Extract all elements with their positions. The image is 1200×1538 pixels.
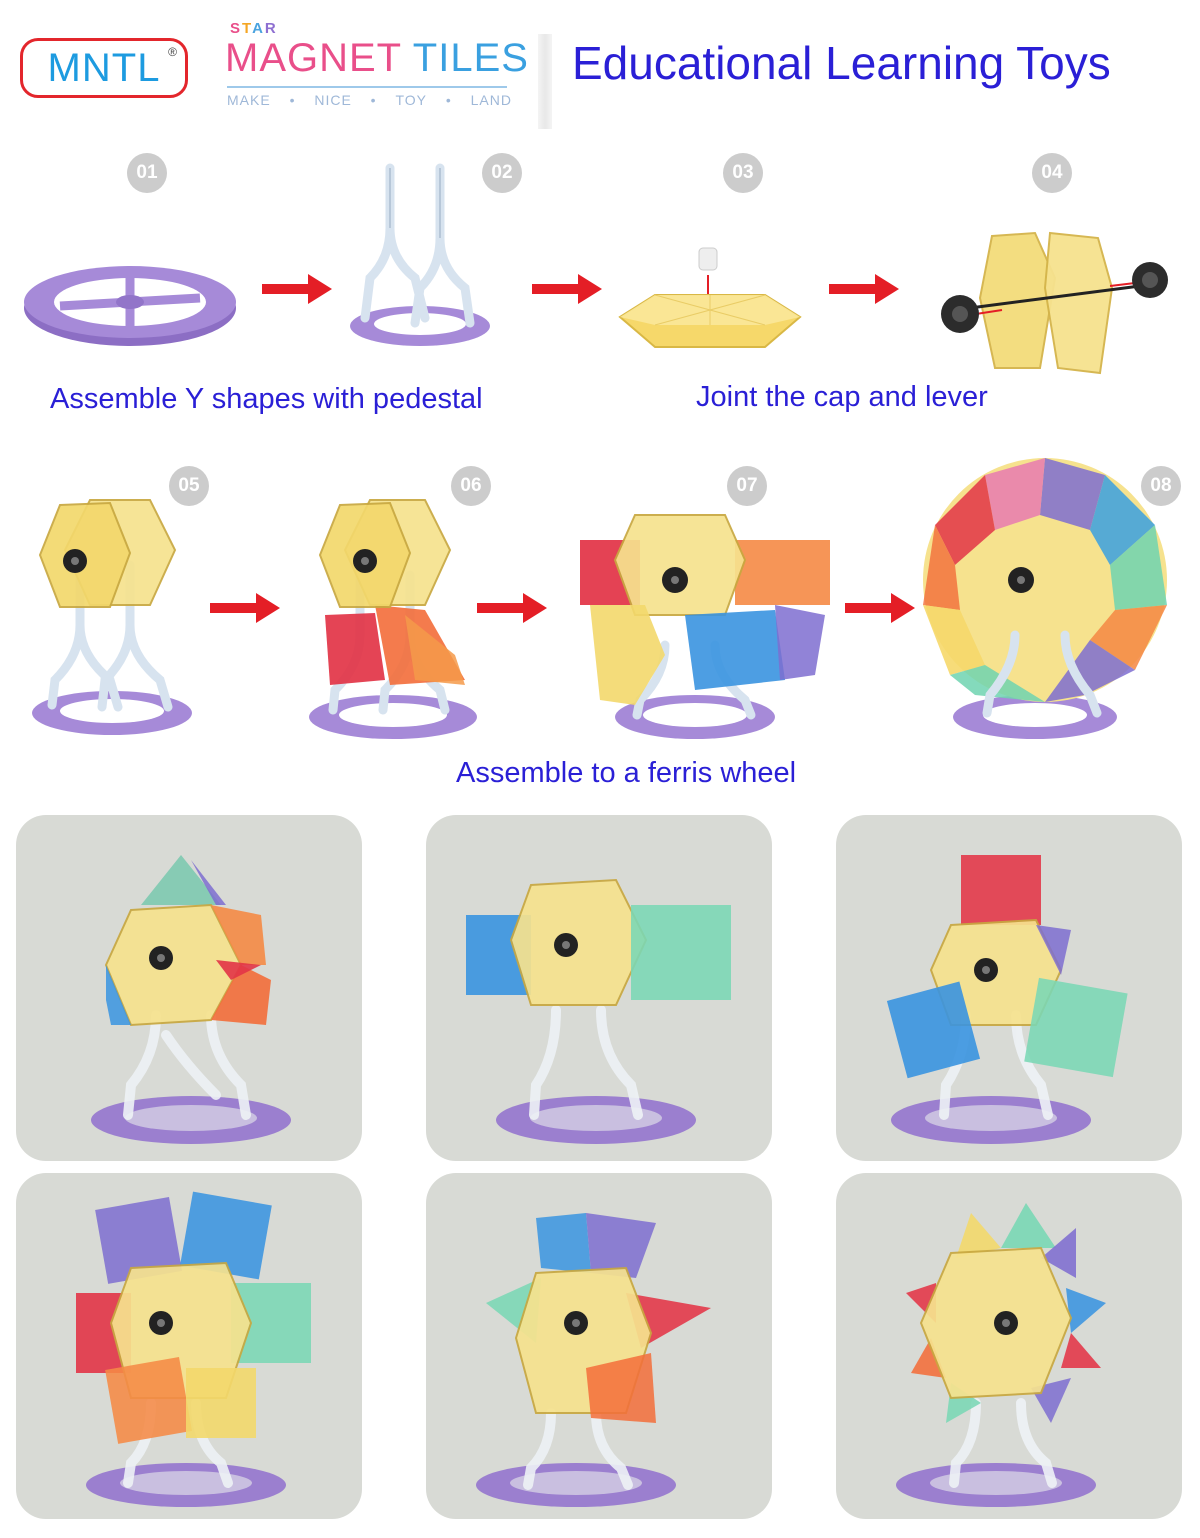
mntl-logo-text: MNTL xyxy=(47,45,161,90)
ferris-wheel-variant-illustration xyxy=(466,878,731,1144)
y-shape-illustration xyxy=(350,163,490,346)
brand-star-letter: A xyxy=(252,20,265,37)
right-arrow-icon xyxy=(262,274,332,304)
brand-title-tiles: TILES xyxy=(412,36,529,80)
tagline-word: LAND xyxy=(470,92,512,108)
mntl-logo: MNTL ® xyxy=(20,38,188,98)
right-arrow-icon xyxy=(477,593,547,623)
step-badge-03: 03 xyxy=(723,153,763,193)
step-badge-02: 02 xyxy=(482,153,522,193)
step5-wheel-illustration xyxy=(32,499,192,735)
right-arrow-icon xyxy=(829,274,899,304)
tagline-dot: • xyxy=(370,92,377,108)
right-arrow-icon xyxy=(845,593,915,623)
ferris-wheel-variant-illustration xyxy=(886,855,1128,1144)
tagline-dot: • xyxy=(289,92,296,108)
tagline-dot: • xyxy=(445,92,452,108)
brand-star: STAR xyxy=(230,20,278,37)
step-badge-08: 08 xyxy=(1141,466,1181,506)
gallery-card-star-triangles xyxy=(426,1173,772,1519)
header: MNTL ® STAR MAGNET TILES MAKE • NICE • T… xyxy=(0,0,1200,130)
hexagon-cap-illustration xyxy=(618,247,802,348)
step-badge-05: 05 xyxy=(169,466,209,506)
gallery-card-three-squares xyxy=(836,815,1182,1161)
gallery-card-spiky-wheel xyxy=(836,1173,1182,1519)
brand-star-letter: S xyxy=(230,20,243,37)
gallery-card-triangle-wheel xyxy=(16,815,362,1161)
step8-wheel-illustration xyxy=(923,458,1167,739)
brand-star-letter: R xyxy=(264,20,278,37)
step-badge-04: 04 xyxy=(1032,153,1072,193)
ferris-wheel-variant-illustration xyxy=(76,1191,311,1507)
page-title: Educational Learning Toys xyxy=(572,37,1111,89)
registered-mark: ® xyxy=(168,45,177,59)
right-arrow-icon xyxy=(532,274,602,304)
axle-wheel-illustration xyxy=(941,231,1168,375)
step6-wheel-illustration xyxy=(309,499,477,739)
brand-title: MAGNET TILES xyxy=(225,36,529,81)
brand-underline xyxy=(227,86,507,88)
ferris-wheel-variant-illustration xyxy=(91,855,291,1144)
right-arrow-icon xyxy=(210,593,280,623)
header-divider xyxy=(538,34,552,129)
pedestal-illustration xyxy=(24,266,236,346)
step-badge-06: 06 xyxy=(451,466,491,506)
gallery-card-five-squares xyxy=(16,1173,362,1519)
tagline-word: TOY xyxy=(395,92,427,108)
step7-wheel-illustration xyxy=(580,514,830,739)
caption-joint-cap: Joint the cap and lever xyxy=(696,381,988,413)
brand-logo: STAR MAGNET TILES MAKE • NICE • TOY • LA… xyxy=(225,20,528,110)
ferris-wheel-variant-illustration xyxy=(896,1203,1106,1507)
gallery-card-side-squares xyxy=(426,815,772,1161)
tagline-word: MAKE xyxy=(227,92,271,108)
brand-tagline: MAKE • NICE • TOY • LAND xyxy=(227,92,512,108)
ferris-wheel-variant-illustration xyxy=(476,1213,711,1507)
step-badge-01: 01 xyxy=(127,153,167,193)
brand-title-magnet: MAGNET xyxy=(225,36,402,80)
step-badge-07: 07 xyxy=(727,466,767,506)
brand-star-letter: T xyxy=(242,20,253,37)
caption-assemble-y: Assemble Y shapes with pedestal xyxy=(50,383,483,415)
tagline-word: NICE xyxy=(314,92,352,108)
caption-ferris-wheel: Assemble to a ferris wheel xyxy=(456,757,797,789)
